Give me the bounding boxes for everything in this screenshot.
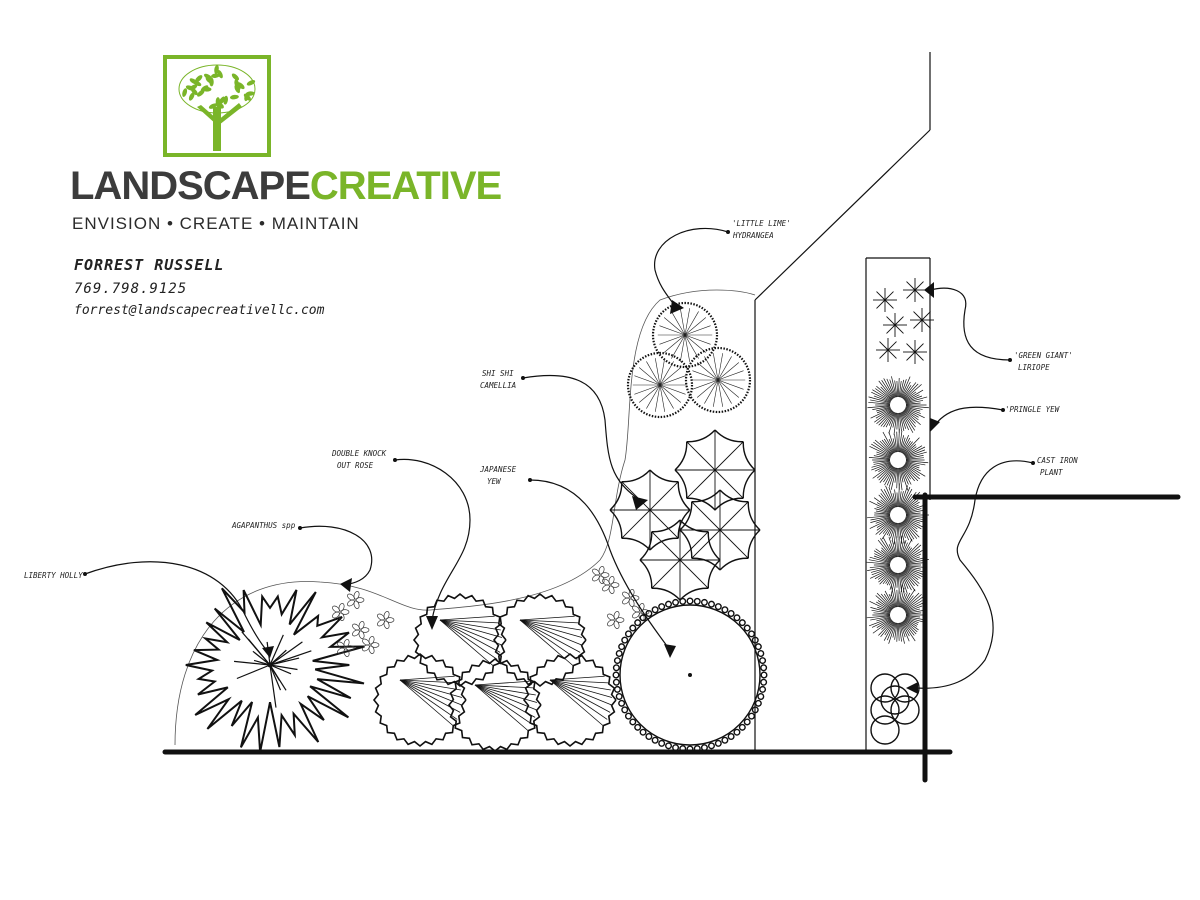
green-giant-liriope-symbols	[873, 278, 934, 364]
leader-lines	[84, 227, 1034, 689]
label-double-knock-1: DOUBLE KNOCK	[331, 449, 387, 458]
label-liberty-holly: LIBERTY HOLLY	[24, 571, 83, 580]
label-green-giant-1: 'GREEN GIANT'	[1014, 351, 1073, 360]
label-shi-shi-1: SHI SHI	[482, 369, 514, 378]
label-little-lime-1: 'LITTLE LIME'	[732, 219, 791, 228]
label-cast-iron-2: PLANT	[1040, 468, 1063, 477]
plant-labels: 'LITTLE LIME' HYDRANGEA SHI SHI CAMELLIA…	[24, 219, 1078, 580]
building-outline	[754, 52, 931, 750]
label-shi-shi-2: CAMELLIA	[480, 381, 516, 390]
shi-shi-camellia-symbols	[609, 429, 761, 601]
contact-name: FORREST RUSSELL	[74, 256, 225, 274]
label-japanese-yew-2: YEW	[487, 477, 502, 486]
agapanthus-symbols	[332, 566, 650, 657]
label-agapanthus: AGAPANTHUS spp	[231, 521, 296, 530]
label-pringle-yew: 'PRINGLE YEW	[1005, 405, 1061, 414]
brand-wordmark: LANDSCAPECREATIVE	[70, 164, 502, 208]
tree-icon	[163, 55, 271, 157]
contact-email[interactable]: forrest@landscapecreativellc.com	[74, 303, 325, 318]
cast-iron-plant-symbols	[870, 673, 920, 745]
brand-tagline: ENVISION • CREATE • MAINTAIN	[72, 214, 360, 233]
label-double-knock-2: OUT ROSE	[337, 461, 374, 470]
leader-dots	[83, 230, 1035, 576]
hardscape-lines	[162, 492, 1181, 783]
japanese-yew-symbol	[612, 597, 768, 753]
brand-name-part2: CREATIVE	[309, 164, 502, 208]
pringle-yew-symbols	[866, 376, 929, 644]
knock-out-rose-symbols	[372, 592, 617, 753]
label-little-lime-2: HYDRANGEA	[732, 231, 774, 240]
label-japanese-yew-1: JAPANESE	[479, 465, 517, 474]
leader-arrowheads	[262, 282, 940, 694]
planting-bed-outline	[174, 289, 756, 746]
brand-name-part1: LANDSCAPE	[70, 164, 311, 208]
contact-phone: 769.798.9125	[74, 281, 188, 297]
label-cast-iron-1: CAST IRON	[1037, 456, 1078, 465]
label-green-giant-2: LIRIOPE	[1018, 363, 1050, 372]
liberty-holly-symbol	[185, 587, 365, 753]
little-lime-hydrangea-symbols	[626, 301, 752, 419]
